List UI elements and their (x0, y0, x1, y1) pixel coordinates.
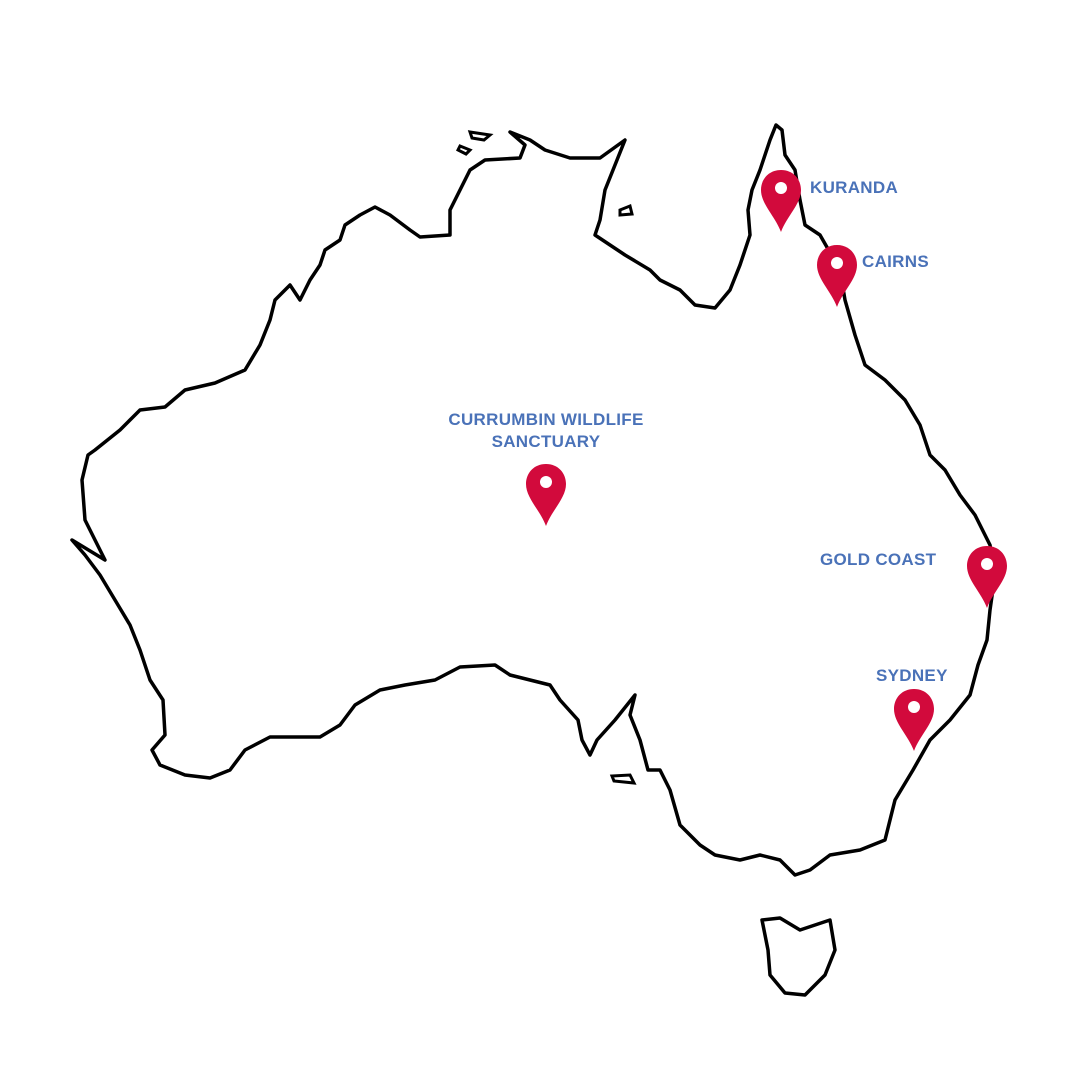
mainland-outline (70, 123, 997, 877)
kangaroo-island-outline (609, 773, 637, 785)
label-line: CURRUMBIN WILDLIFE (448, 410, 644, 429)
tasmania-outline (760, 916, 837, 997)
island-outline (455, 130, 634, 217)
location-label-cairns: CAIRNS (862, 252, 929, 271)
location-label-gold-coast: GOLD COAST (820, 550, 937, 569)
map-pin-icon[interactable] (524, 462, 568, 528)
location-label-sydney: SYDNEY (876, 666, 948, 685)
label-line: SANCTUARY (491, 432, 601, 451)
map-pin-icon[interactable] (815, 243, 859, 309)
map-pin-icon[interactable] (892, 687, 936, 753)
map-pin-icon[interactable] (965, 544, 1009, 610)
map-pin-icon[interactable] (759, 168, 803, 234)
location-label-currumbin: CURRUMBIN WILDLIFE SANCTUARY (426, 409, 666, 453)
location-label-kuranda: KURANDA (810, 178, 899, 197)
